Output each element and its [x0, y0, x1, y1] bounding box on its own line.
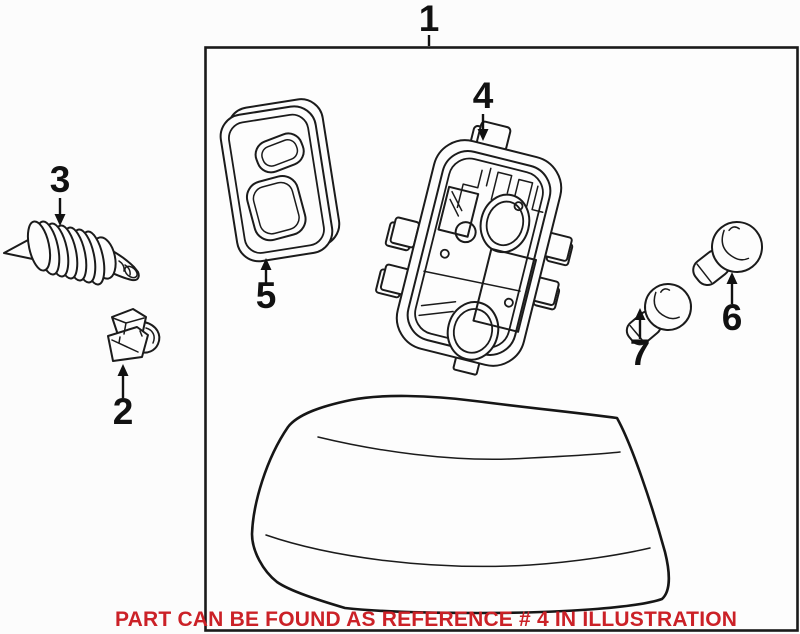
part-bulb-6-drawing	[692, 221, 763, 286]
callout-3-label: 3	[50, 159, 71, 200]
callout-6: 6	[722, 272, 743, 338]
part-gasket-drawing	[219, 98, 341, 263]
callout-4: 4	[473, 75, 494, 141]
part-lens-drawing	[250, 394, 671, 615]
part-bulb-carrier-drawing	[375, 120, 574, 376]
callout-3: 3	[50, 159, 71, 226]
part-screw-drawing	[3, 220, 140, 286]
callout-4-label: 4	[473, 75, 494, 116]
callout-2-label: 2	[113, 391, 134, 432]
part-clip-drawing	[107, 308, 161, 362]
callout-5-label: 5	[256, 275, 277, 316]
callout-5: 5	[256, 258, 277, 316]
reference-notice: PART CAN BE FOUND AS REFERENCE # 4 IN IL…	[115, 608, 737, 631]
callout-2: 2	[113, 364, 134, 432]
callout-6-label: 6	[722, 297, 743, 338]
callout-7-label: 7	[630, 332, 651, 373]
callout-1: 1	[419, 0, 440, 46]
callout-7: 7	[630, 308, 651, 373]
callout-1-label: 1	[419, 0, 440, 39]
